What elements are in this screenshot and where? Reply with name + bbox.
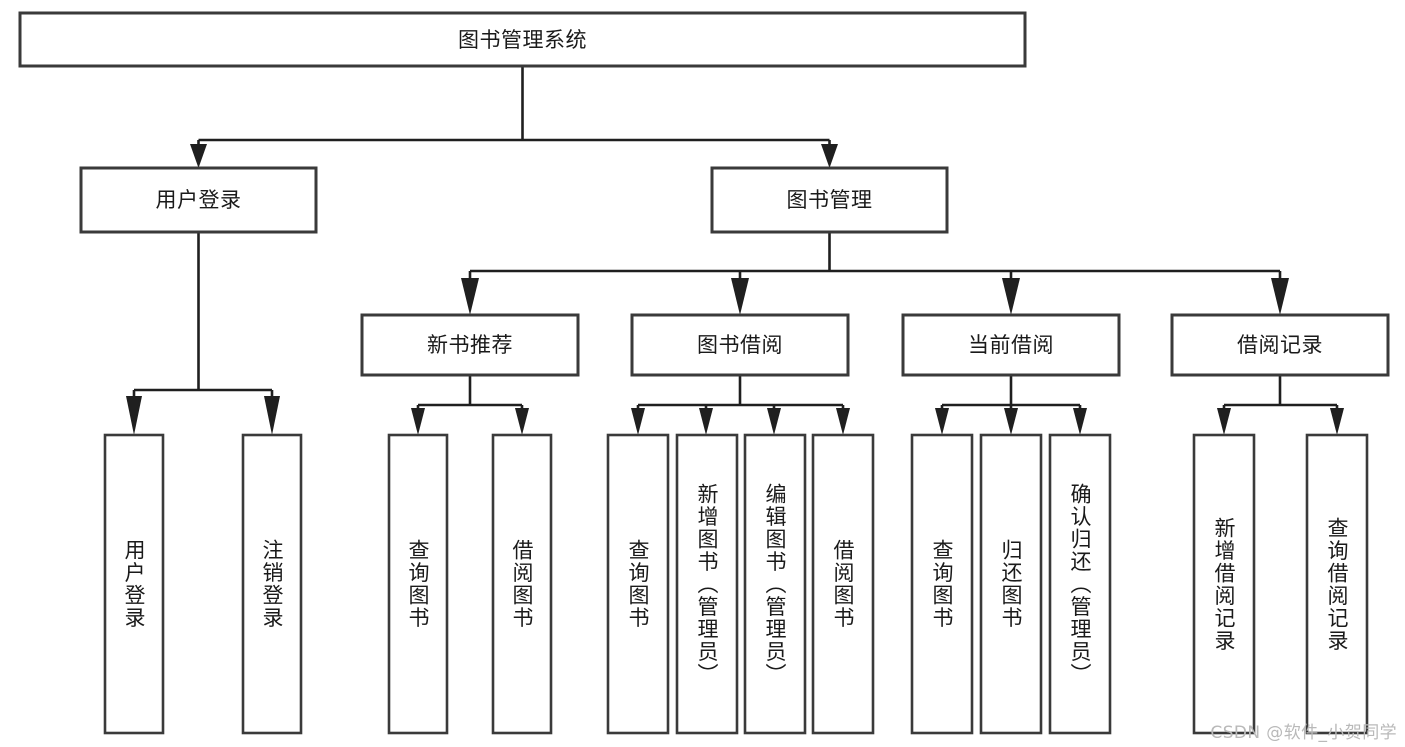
node-leaf-user-login-box[interactable]	[103, 433, 165, 735]
arrow-head-new-book-recommend	[461, 278, 479, 315]
arrow-head-leaf-add-record	[1217, 408, 1231, 435]
connector-group-bookborrow	[631, 375, 850, 435]
arrow-head-leaf-query-book-1	[411, 408, 425, 435]
connector-group-newbook	[411, 375, 529, 435]
arrow-head-book-borrow	[731, 278, 749, 315]
node-leaf-edit-book-box[interactable]	[743, 433, 807, 735]
arrow-head-userlogin	[190, 144, 207, 168]
node-leaf-query-record-box[interactable]	[1305, 433, 1369, 735]
arrow-head-bookmanage	[821, 144, 838, 168]
arrow-head-leaf-query-book-2	[631, 408, 645, 435]
node-leaf-query-book-2-box[interactable]	[606, 433, 670, 735]
node-current-borrow-label: 当前借阅	[968, 333, 1054, 357]
node-user-login[interactable]: 用户登录	[79, 166, 318, 234]
node-leaf-add-record-box[interactable]	[1192, 433, 1256, 735]
connector-group-currentborrow	[935, 375, 1087, 435]
arrow-head-borrow-record	[1271, 278, 1289, 315]
node-current-borrow[interactable]: 当前借阅	[901, 313, 1121, 377]
node-book-borrow-label: 图书借阅	[697, 333, 783, 357]
node-leaf-add-book-box[interactable]	[675, 433, 739, 735]
node-new-book-recommend-label: 新书推荐	[427, 333, 513, 357]
connector-group-bookmanage	[461, 232, 1289, 315]
connector-group-root	[190, 66, 838, 168]
node-borrow-record[interactable]: 借阅记录	[1170, 313, 1390, 377]
node-user-login-box[interactable]	[79, 166, 318, 234]
node-leaf-user-logout-box[interactable]	[241, 433, 303, 735]
node-leaf-confirm-return-box[interactable]	[1048, 433, 1112, 735]
node-book-manage[interactable]: 图书管理	[710, 166, 949, 234]
node-leaf-borrow-book-2-box[interactable]	[811, 433, 875, 735]
node-book-manage-label: 图书管理	[787, 188, 873, 212]
connector-group-borrowrecord	[1217, 375, 1344, 435]
arrow-head-leaf-query-book-3	[935, 408, 949, 435]
arrow-head-leaf-edit-book	[767, 408, 781, 435]
node-root-box[interactable]	[18, 11, 1027, 68]
connector-group-userlogin	[126, 232, 280, 435]
node-current-borrow-box[interactable]	[901, 313, 1121, 377]
arrow-head-leaf-add-book	[699, 408, 713, 435]
node-leaf-query-book-1-box[interactable]	[387, 433, 449, 735]
node-leaf-borrow-book-1-box[interactable]	[491, 433, 553, 735]
node-root-label: 图书管理系统	[458, 28, 587, 52]
arrow-head-leaf-borrow-book-1	[515, 408, 529, 435]
arrow-head-current-borrow	[1002, 278, 1020, 315]
csdn-watermark: CSDN @软件_小贺同学	[1210, 723, 1397, 743]
node-leaf-return-book-box[interactable]	[979, 433, 1043, 735]
node-user-login-label: 用户登录	[156, 188, 242, 212]
node-leaf-query-book-3-box[interactable]	[910, 433, 974, 735]
arrow-head-leaf-borrow-book-2	[836, 408, 850, 435]
node-borrow-record-label: 借阅记录	[1237, 333, 1323, 357]
node-book-manage-box[interactable]	[710, 166, 949, 234]
node-borrow-record-box[interactable]	[1170, 313, 1390, 377]
arrow-head-leaf-user-logout	[264, 396, 280, 435]
node-book-borrow-box[interactable]	[630, 313, 850, 377]
arrow-head-leaf-user-login	[126, 396, 142, 435]
node-new-book-recommend[interactable]: 新书推荐	[360, 313, 580, 377]
arrow-head-leaf-confirm-return	[1073, 408, 1087, 435]
arrow-head-leaf-return-book	[1004, 408, 1018, 435]
node-root[interactable]: 图书管理系统	[18, 11, 1027, 68]
node-book-borrow[interactable]: 图书借阅	[630, 313, 850, 377]
arrow-head-leaf-query-record	[1330, 408, 1344, 435]
node-new-book-recommend-box[interactable]	[360, 313, 580, 377]
